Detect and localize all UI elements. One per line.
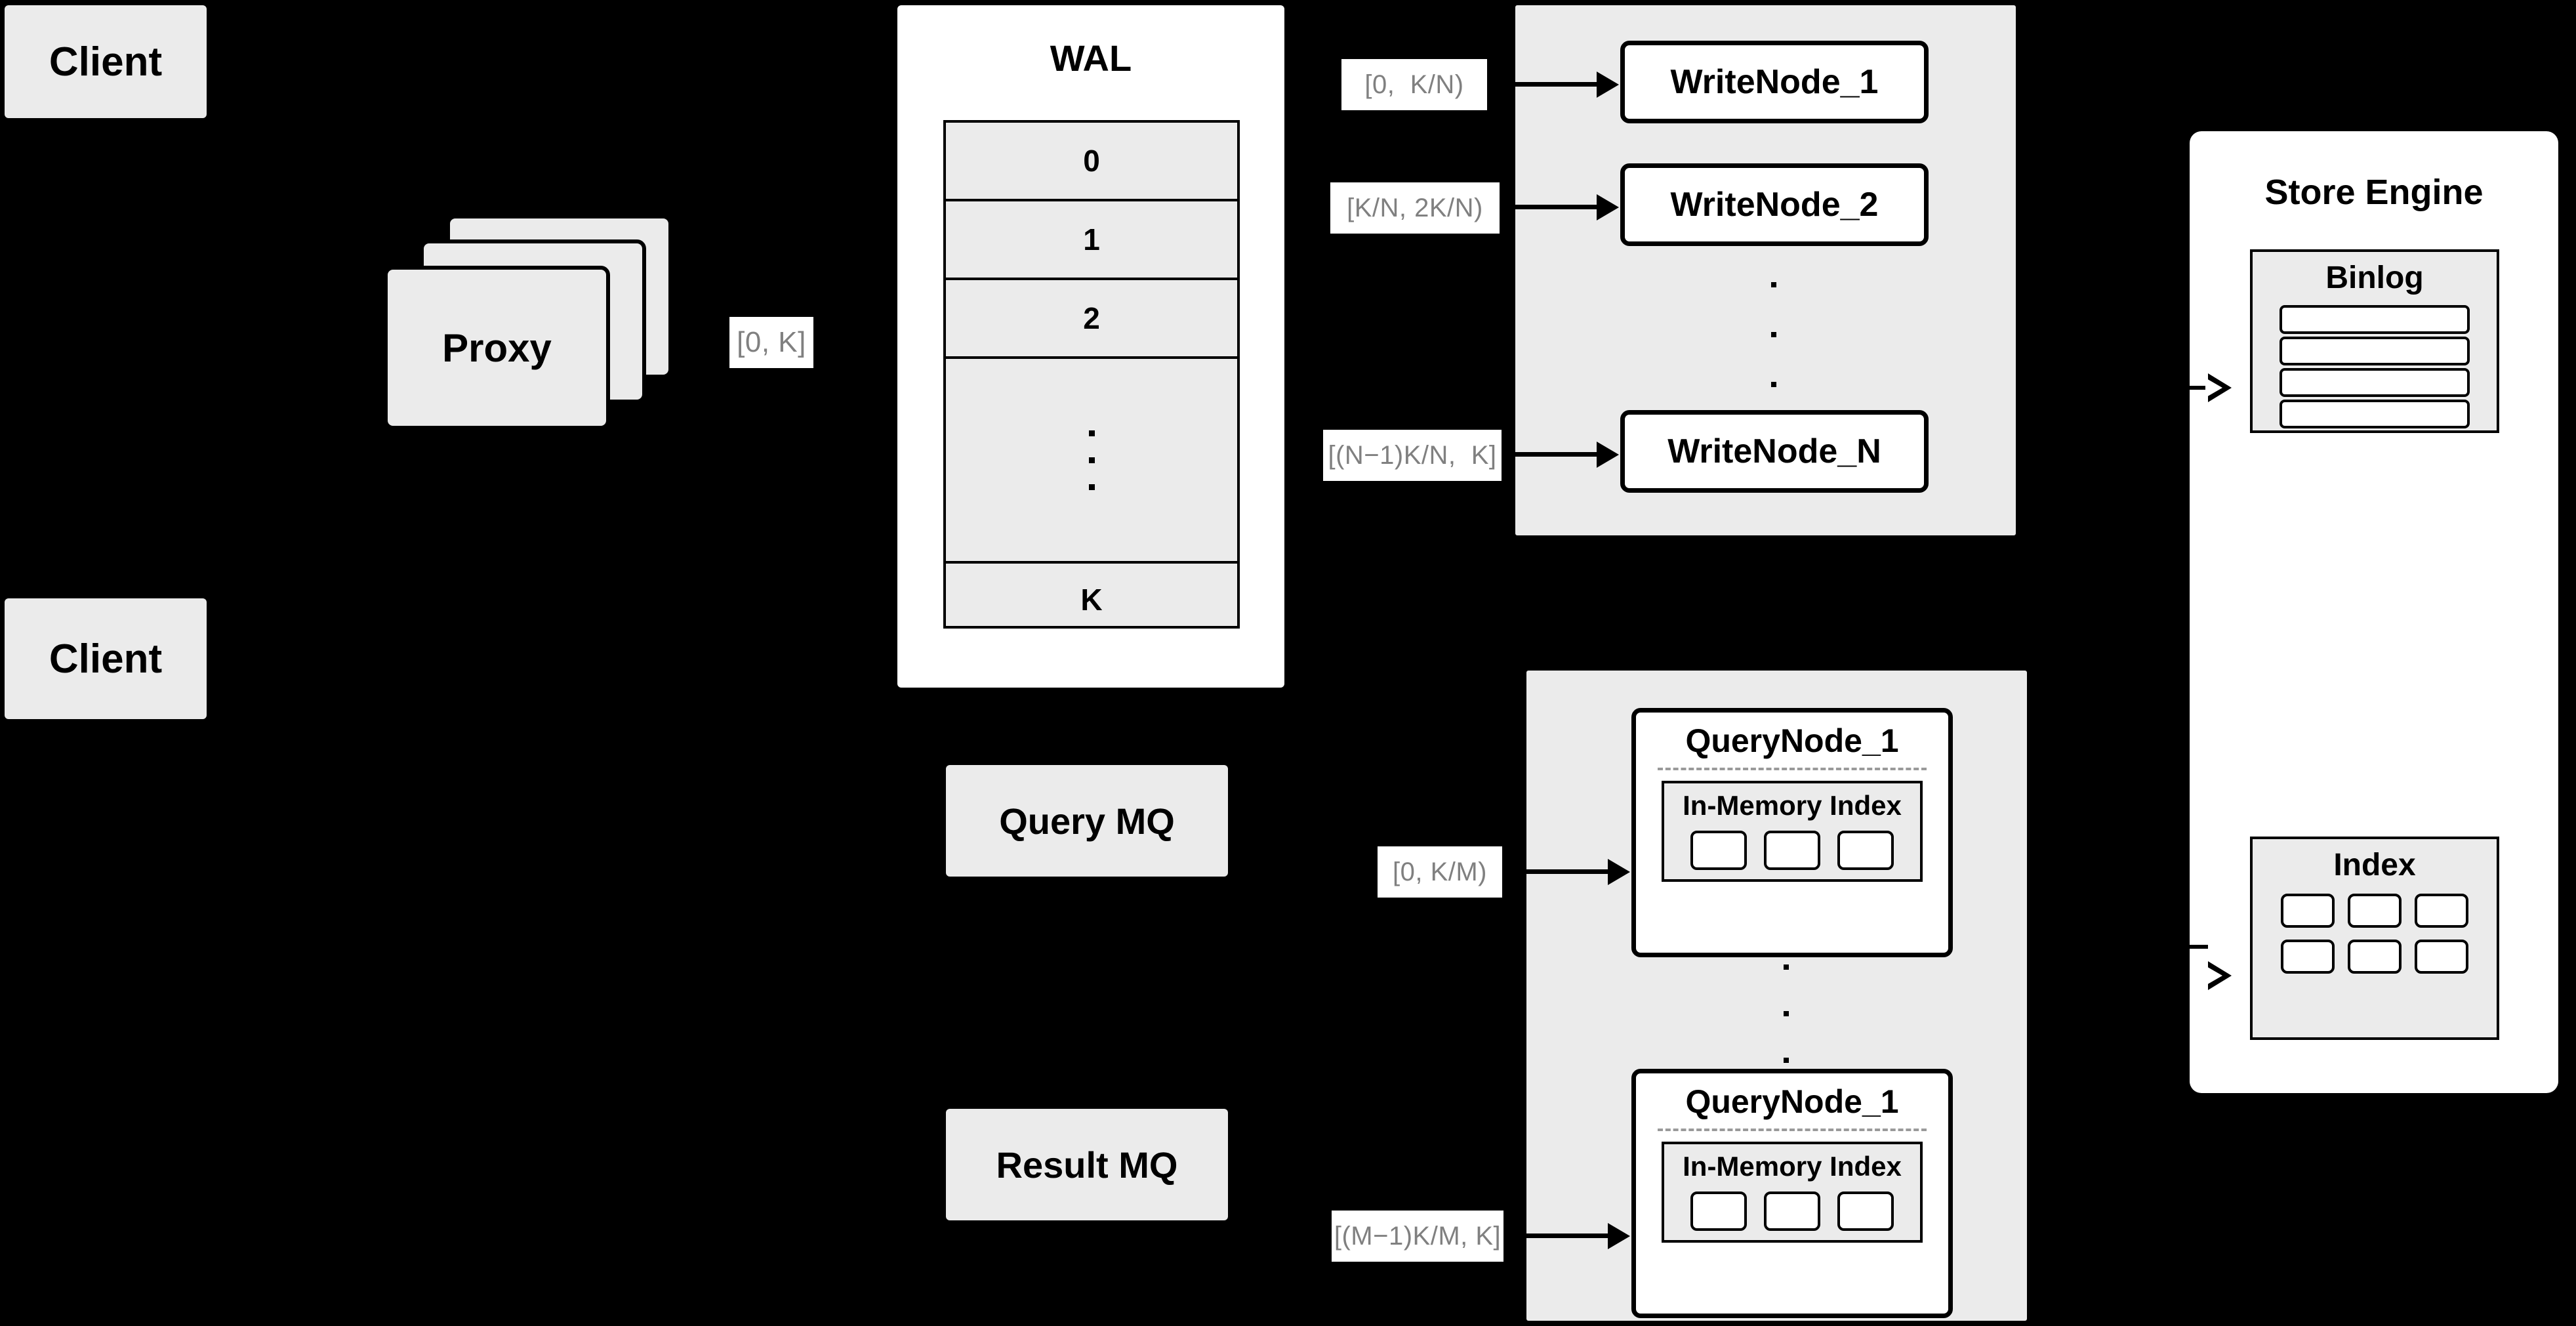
query-node-label: QueryNode_1: [1685, 722, 1899, 759]
arrowhead-writenode-2: [1597, 194, 1619, 220]
arrowhead-binlog: [2205, 373, 2232, 402]
index-cell[interactable]: [2415, 940, 2468, 974]
write-node-label: WriteNode_N: [1667, 432, 1881, 470]
binlog-row[interactable]: [2279, 400, 2470, 428]
write-node-2[interactable]: WriteNode_2: [1620, 163, 1929, 246]
arrowhead-writenode-1: [1597, 72, 1619, 98]
arrow-to-store-index: [2165, 945, 2208, 949]
write-node-1[interactable]: WriteNode_1: [1620, 41, 1929, 123]
wal-title: WAL: [1050, 37, 1132, 79]
binlog-box: Binlog: [2250, 249, 2499, 433]
store-engine-title: Store Engine: [2264, 173, 2484, 212]
range-label-querynode-1: [0, K/M): [1378, 846, 1502, 898]
query-node-divider: [1658, 768, 1927, 770]
arrowhead-writenode-n: [1597, 442, 1619, 468]
query-node-label: QueryNode_1: [1685, 1083, 1899, 1120]
range-label-writenode-2: [K/N, 2K/N): [1330, 182, 1500, 234]
write-node-label: WriteNode_1: [1670, 63, 1879, 101]
arrow-to-binlog: [2165, 386, 2208, 390]
index-cell[interactable]: [2348, 894, 2402, 928]
wal-row[interactable]: K: [1080, 582, 1103, 617]
wal-row[interactable]: 1: [946, 201, 1237, 280]
arrow-to-writenode-n: [1514, 452, 1597, 457]
index-cell[interactable]: [2415, 894, 2468, 928]
result-mq-label: Result MQ: [996, 1144, 1178, 1186]
index-cell[interactable]: [1837, 831, 1894, 870]
in-memory-index-box: In-Memory Index: [1661, 1142, 1923, 1243]
range-label-querynode-m: [(M−1)K/M, K]: [1332, 1211, 1503, 1262]
arrow-to-writenode-1: [1514, 82, 1597, 87]
binlog-rows: [2279, 305, 2470, 428]
wal-row-ellipsis: [946, 359, 1237, 564]
binlog-row[interactable]: [2279, 368, 2470, 397]
range-label-proxy-to-wal: [0, K]: [729, 317, 813, 368]
proxy-label: Proxy: [442, 325, 552, 370]
in-memory-index-title: In-Memory Index: [1683, 1151, 1902, 1182]
arrowhead-querynode-1: [1608, 859, 1630, 885]
in-memory-index-cells: [1690, 1191, 1894, 1231]
client-box-2[interactable]: Client: [5, 598, 207, 719]
index-cell[interactable]: [2281, 940, 2335, 974]
binlog-row[interactable]: [2279, 305, 2470, 334]
client-box-1[interactable]: Client: [5, 5, 207, 118]
query-node-divider: [1658, 1129, 1927, 1131]
index-cell[interactable]: [1764, 1191, 1820, 1231]
range-label-writenode-n: [(N−1)K/N, K]: [1323, 430, 1502, 481]
write-cluster-ellipsis: [1769, 282, 1778, 387]
arrow-to-querynode-m: [1525, 1233, 1608, 1238]
write-node-n[interactable]: WriteNode_N: [1620, 410, 1929, 493]
proxy-box[interactable]: Proxy: [384, 266, 610, 430]
query-mq-label: Query MQ: [999, 800, 1175, 842]
store-index-grid: [2281, 894, 2468, 974]
index-cell[interactable]: [1690, 831, 1747, 870]
arrow-to-writenode-2: [1514, 205, 1597, 209]
arrow-to-querynode-1: [1525, 869, 1608, 874]
in-memory-index-title: In-Memory Index: [1683, 790, 1902, 821]
store-engine-panel: Store Engine Binlog Index: [2190, 131, 2558, 1093]
index-cell[interactable]: [1690, 1191, 1747, 1231]
range-label-writenode-1: [0, K/N): [1341, 59, 1487, 110]
in-memory-index-cells: [1690, 831, 1894, 870]
in-memory-index-box: In-Memory Index: [1661, 781, 1923, 882]
index-cell[interactable]: [1837, 1191, 1894, 1231]
write-node-label: WriteNode_2: [1670, 186, 1879, 224]
client-label: Client: [49, 636, 163, 682]
index-cell[interactable]: [1764, 831, 1820, 870]
wal-panel: WAL 0 1 2 K: [897, 5, 1284, 688]
arrowhead-querynode-m: [1608, 1223, 1630, 1249]
query-mq-box[interactable]: Query MQ: [946, 765, 1228, 877]
binlog-row[interactable]: [2279, 337, 2470, 365]
wal-row[interactable]: 0: [946, 123, 1237, 201]
query-cluster-ellipsis: [1782, 964, 1791, 1063]
query-node-m[interactable]: QueryNode_1 In-Memory Index: [1631, 1069, 1953, 1318]
store-index-title: Index: [2333, 848, 2416, 882]
wal-table: 0 1 2 K: [943, 120, 1240, 629]
store-index-box: Index: [2250, 837, 2499, 1040]
wal-row[interactable]: 2: [946, 280, 1237, 359]
index-cell[interactable]: [2348, 940, 2402, 974]
result-mq-box[interactable]: Result MQ: [946, 1109, 1228, 1220]
index-cell[interactable]: [2281, 894, 2335, 928]
query-node-1[interactable]: QueryNode_1 In-Memory Index: [1631, 708, 1953, 957]
arrowhead-store-index: [2205, 961, 2232, 990]
binlog-title: Binlog: [2325, 260, 2424, 295]
client-label: Client: [49, 39, 163, 85]
